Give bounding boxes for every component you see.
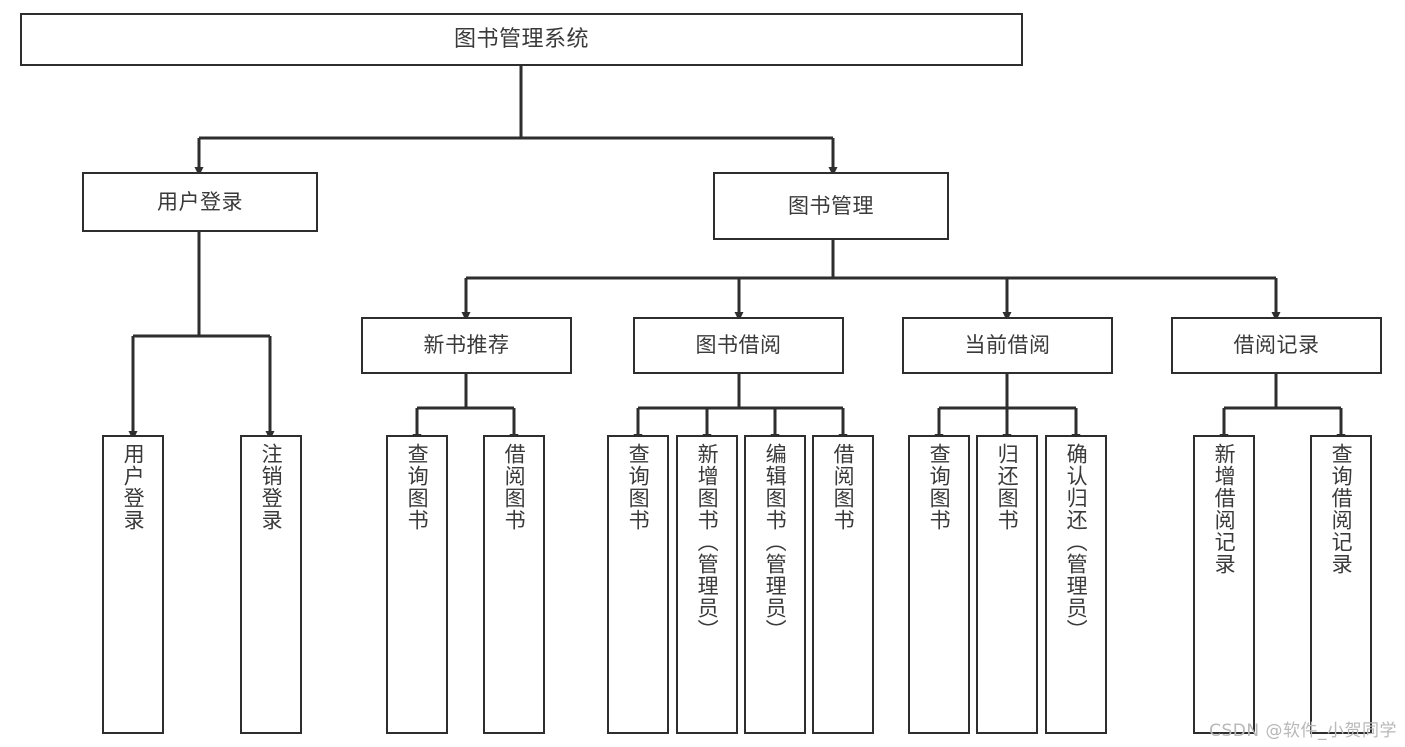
node-current-borrow[interactable]: 当前借阅 (902, 317, 1113, 374)
node-label: 新增图书（管理员） (695, 443, 720, 641)
leaf-current-borrow-query-book[interactable]: 查询图书 (908, 435, 970, 734)
node-book-management[interactable]: 图书管理 (713, 172, 949, 240)
leaf-borrow-record-query-record[interactable]: 查询借阅记录 (1310, 435, 1372, 734)
node-user-login[interactable]: 用户登录 (82, 172, 318, 232)
node-new-book-recommend[interactable]: 新书推荐 (361, 317, 572, 374)
node-label: 图书借阅 (695, 333, 782, 358)
leaf-current-borrow-return-book[interactable]: 归还图书 (976, 435, 1038, 734)
node-label: 查询图书 (405, 443, 430, 531)
leaf-current-borrow-confirm-return-admin[interactable]: 确认归还（管理员） (1045, 435, 1107, 734)
leaf-book-borrow-query-book[interactable]: 查询图书 (607, 435, 669, 734)
node-label: 当前借阅 (964, 333, 1051, 358)
leaf-new-book-query-book[interactable]: 查询图书 (386, 435, 448, 734)
node-label: 借阅图书 (502, 443, 527, 531)
leaf-book-borrow-edit-book-admin[interactable]: 编辑图书（管理员） (744, 435, 806, 734)
node-label: 借阅记录 (1233, 333, 1320, 358)
node-label: 查询图书 (927, 443, 952, 531)
leaf-user-login-logout[interactable]: 注销登录 (240, 435, 302, 734)
node-label: 新增借阅记录 (1212, 443, 1237, 575)
node-label: 用户登录 (157, 189, 243, 214)
csdn-watermark: CSDN @软件_小贺同学 (1209, 721, 1397, 741)
node-root-system[interactable]: 图书管理系统 (20, 13, 1023, 66)
node-label: 查询借阅记录 (1329, 443, 1354, 575)
node-borrow-record[interactable]: 借阅记录 (1171, 317, 1382, 374)
node-label: 用户登录 (121, 443, 146, 531)
node-label: 图书管理 (788, 193, 874, 218)
leaf-user-login-login[interactable]: 用户登录 (102, 435, 164, 734)
node-label: 注销登录 (259, 443, 284, 531)
node-label: 归还图书 (995, 443, 1020, 531)
node-label: 查询图书 (626, 443, 651, 531)
leaf-new-book-borrow-book[interactable]: 借阅图书 (483, 435, 545, 734)
node-book-borrow[interactable]: 图书借阅 (633, 317, 844, 374)
node-label: 图书管理系统 (453, 26, 589, 52)
node-label: 编辑图书（管理员） (763, 443, 788, 641)
node-label: 新书推荐 (423, 333, 510, 358)
leaf-book-borrow-borrow-book[interactable]: 借阅图书 (812, 435, 874, 734)
leaf-borrow-record-add-record[interactable]: 新增借阅记录 (1193, 435, 1255, 734)
node-label: 借阅图书 (831, 443, 856, 531)
node-label: 确认归还（管理员） (1064, 443, 1089, 641)
leaf-book-borrow-add-book-admin[interactable]: 新增图书（管理员） (676, 435, 738, 734)
